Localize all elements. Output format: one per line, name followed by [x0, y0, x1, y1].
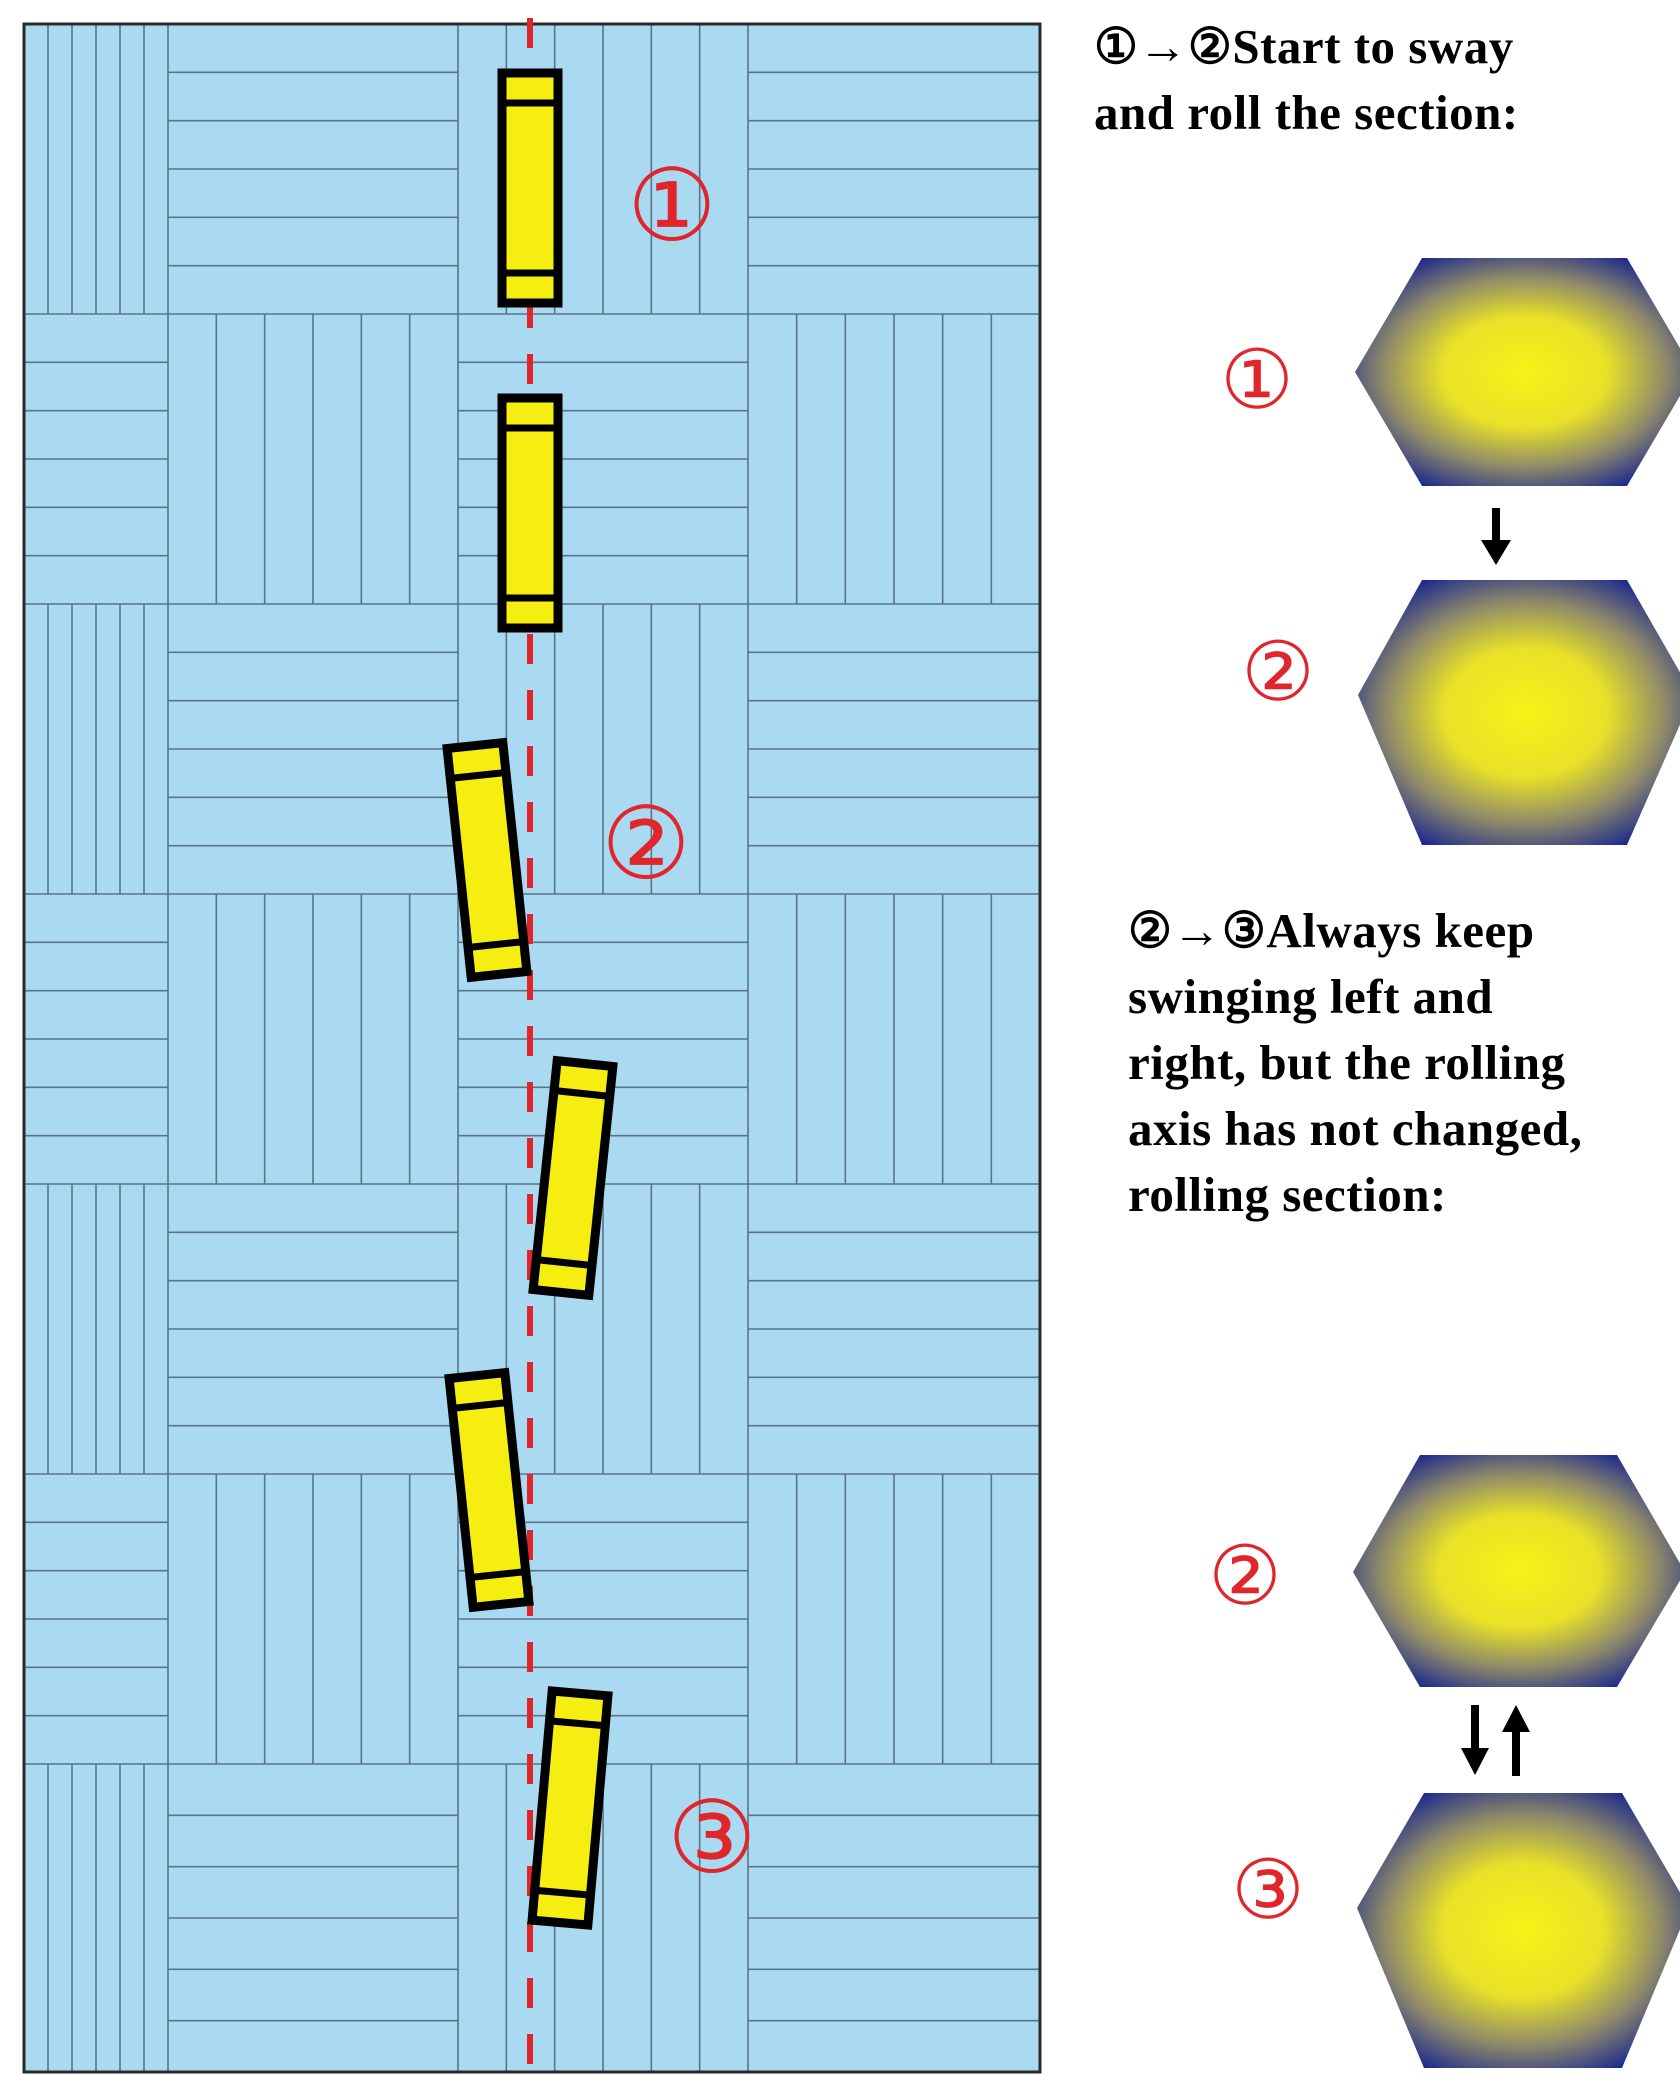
hexagon-section-icon	[1355, 258, 1680, 486]
roller-sequence	[442, 68, 618, 1930]
section-label-2-top: ②	[1241, 625, 1315, 720]
floor-marker-1: ①	[627, 147, 717, 264]
section-label-2-bottom: ②	[1208, 1529, 1282, 1624]
roller-4	[528, 1055, 618, 1301]
floor-marker-3: ③	[667, 1779, 757, 1896]
description-line: ①→②Start to sway	[1094, 19, 1514, 74]
description-line: and roll the section:	[1094, 85, 1519, 140]
hexagon-section-icon	[1358, 580, 1680, 845]
hexagon-section-icon	[1353, 1455, 1680, 1687]
roller-5	[444, 1367, 534, 1613]
description-line: swinging left and	[1128, 969, 1494, 1024]
roller-3	[442, 737, 532, 983]
arrow-down-up-icon	[1461, 1705, 1530, 1776]
description-sway-start: ①→②Start to sway and roll the section:	[1094, 14, 1519, 146]
roller-2	[497, 393, 563, 633]
hexagon-section-icon	[1357, 1793, 1680, 2068]
arrow-down-icon	[1481, 508, 1511, 565]
description-keep-swinging: ②→③Always keep swinging left and right, …	[1128, 898, 1582, 1228]
description-line: right, but the rolling	[1128, 1035, 1566, 1090]
section-label-1-top: ①	[1220, 333, 1294, 428]
description-line: rolling section:	[1128, 1167, 1447, 1222]
section-label-3-bottom: ③	[1231, 1843, 1305, 1938]
description-line: ②→③Always keep	[1128, 903, 1535, 958]
floor-marker-2: ②	[601, 785, 691, 902]
roller-1	[497, 68, 563, 308]
roller-6	[527, 1686, 613, 1930]
description-line: axis has not changed,	[1128, 1101, 1583, 1156]
